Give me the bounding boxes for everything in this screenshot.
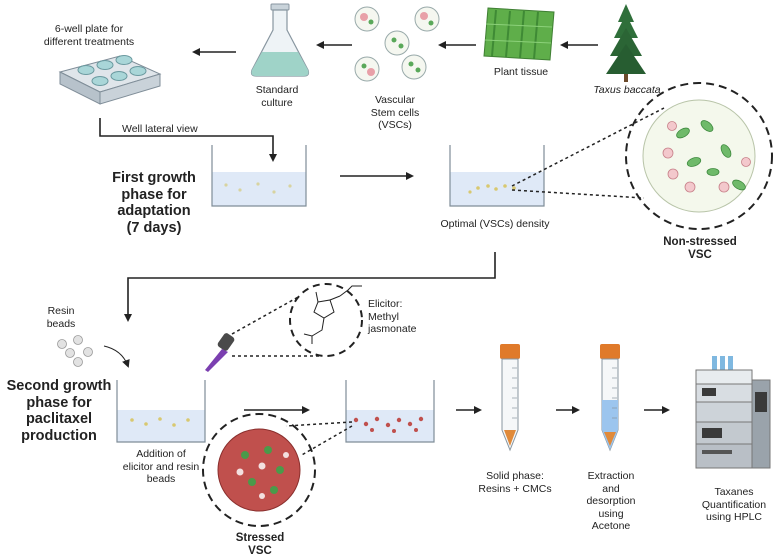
addition-line-1: Addition of [136, 448, 186, 460]
solid-phase-line-1: Solid phase: [486, 470, 544, 482]
falcon-tube-acetone-icon [600, 344, 620, 452]
addition-line-3: beads [146, 473, 176, 485]
stem-cells-label: Vascular Stem cells (VSCs) [350, 94, 440, 132]
stressed-well [345, 380, 435, 443]
extraction-line-2: and [602, 482, 620, 495]
arrow-to-second-phase [124, 252, 496, 322]
hplc-instrument-icon [695, 356, 771, 469]
first-phase-line-2: phase for [121, 186, 187, 203]
plant-tissue-icon [483, 7, 555, 61]
density-label: Optimal (VSCs) density [440, 218, 550, 230]
non-stressed-label: Non-stressed VSC [660, 236, 740, 262]
optimal-density-well [449, 145, 545, 207]
culture-label: Standard culture [232, 84, 322, 109]
arrow-beads-to-well [103, 345, 130, 368]
non-stressed-vsc-icon [625, 82, 773, 230]
extraction-line-3: desorption [586, 495, 636, 507]
elicitor-label: Elicitor: Methyl jasmonate [368, 298, 424, 336]
stressed-label: Stressed VSC [230, 532, 290, 558]
second-phase-line-2: phase for [26, 394, 92, 411]
first-phase-title: First growth phase for adaptation (7 day… [94, 170, 214, 236]
resin-beads-icon [57, 335, 93, 367]
well-view-label: Well lateral view [122, 123, 198, 135]
elicitor-line-3: jasmonate [368, 323, 417, 335]
culture-line-1: Standard [255, 84, 299, 96]
non-stressed-line-1: Non-stressed [663, 236, 737, 248]
plate-line-1: 6-well plate for [54, 23, 124, 35]
second-phase-line-1: Second growth [6, 378, 112, 394]
falcon-tube-resin-icon [500, 344, 520, 452]
six-well-plate-icon [58, 55, 162, 105]
plate-line-2: different treatments [43, 35, 135, 48]
stressed-line-2: VSC [248, 545, 272, 557]
extraction-line-4: using [598, 507, 624, 520]
stressed-vsc-icon [202, 413, 316, 527]
plant-tissue-label: Plant tissue [493, 66, 549, 78]
extraction-line-1: Extraction [587, 470, 635, 482]
hplc-line-2: Quantification [701, 498, 767, 511]
first-phase-line-4: (7 days) [126, 219, 182, 236]
non-stressed-line-2: VSC [688, 249, 712, 261]
second-phase-line-3: paclitaxel [25, 411, 93, 427]
extraction-line-5: Acetone [591, 520, 631, 532]
stem-cells-line-3: (VSCs) [378, 119, 412, 131]
plate-label: 6-well plate for different treatments [24, 23, 154, 48]
arrow-plate-to-well [99, 118, 277, 162]
solid-phase-line-2: Resins + CMCs [478, 482, 552, 495]
second-phase-title: Second growth phase for paclitaxel produ… [0, 378, 118, 444]
addition-line-2: elicitor and resin [122, 460, 200, 473]
addition-label: Addition of elicitor and resin beads [106, 448, 216, 486]
stressed-line-1: Stressed [235, 532, 285, 544]
flask-icon [250, 3, 310, 77]
extraction-label: Extraction and desorption using Acetone [576, 470, 646, 533]
first-phase-line-3: adaptation [117, 203, 191, 219]
first-phase-well [211, 145, 307, 207]
elicitor-molecule-icon [289, 283, 363, 357]
stem-cells-line-2: Stem cells [370, 106, 420, 119]
elicitor-line-1: Elicitor: [368, 298, 403, 310]
elicitor-line-2: Methyl [368, 310, 399, 323]
hplc-line-3: using HPLC [705, 511, 763, 523]
resin-line-1: Resin [47, 305, 75, 317]
resin-line-2: beads [46, 317, 76, 330]
species-label: Taxus baccata [593, 84, 661, 96]
hplc-label: Taxanes Quantification using HPLC [686, 486, 782, 524]
first-phase-line-1: First growth [112, 170, 196, 186]
stem-cells-line-1: Vascular [374, 94, 416, 106]
second-phase-well [116, 380, 206, 443]
solid-phase-label: Solid phase: Resins + CMCs [470, 470, 560, 495]
dropper-icon [205, 333, 235, 372]
culture-line-2: culture [261, 96, 293, 109]
second-phase-line-4: production [21, 427, 97, 444]
hplc-line-1: Taxanes [714, 486, 754, 498]
taxus-tree-icon [606, 4, 646, 82]
stem-cells-icon [354, 6, 440, 82]
resin-label: Resin beads [36, 305, 86, 330]
